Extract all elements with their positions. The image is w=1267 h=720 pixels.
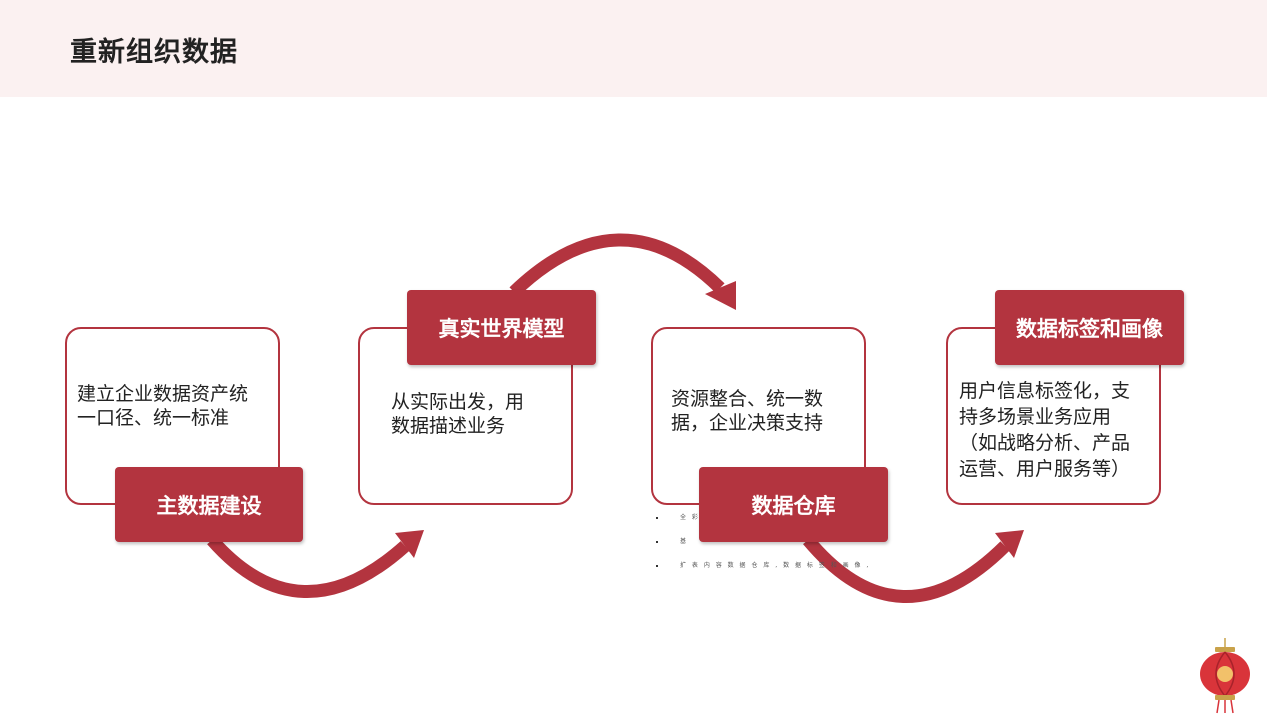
header-band: 重新组织数据 [0,0,1267,97]
tiny-note: 全 彩 [656,512,870,524]
tiny-note: 基 [656,536,870,548]
step-desc-data-warehouse: 资源整合、统一数 据，企业决策支持 [671,388,824,434]
step-desc-real-world-model: 从实际出发，用 数据描述业务 [391,391,525,437]
tiny-note: 扩 表 内 容 数 据 仓 库 , 数 据 标 签 和 画 像 , [656,560,870,572]
step-label-tags-and-profiles: 数据标签和画像 [995,290,1184,365]
curved-arrow-icon [509,233,736,310]
step-label-data-warehouse: 数据仓库 [699,467,888,542]
step-desc-tags-and-profiles: 用户信息标签化，支 持多场景业务应用 （如战略分析、产品 运营、用户服务等） [959,380,1131,480]
page-title: 重新组织数据 [70,37,238,68]
step-label-master-data: 主数据建设 [115,467,303,542]
step-label-real-world-model: 真实世界模型 [407,290,596,365]
curved-arrow-icon [803,530,1024,603]
tiny-notes-list: 全 彩 基 扩 表 内 容 数 据 仓 库 , 数 据 标 签 和 画 像 , [656,512,870,572]
curved-arrow-icon [207,530,424,598]
lantern-icon [1200,638,1250,714]
step-desc-master-data: 建立企业数据资产统 一口径、统一标准 [77,383,249,429]
